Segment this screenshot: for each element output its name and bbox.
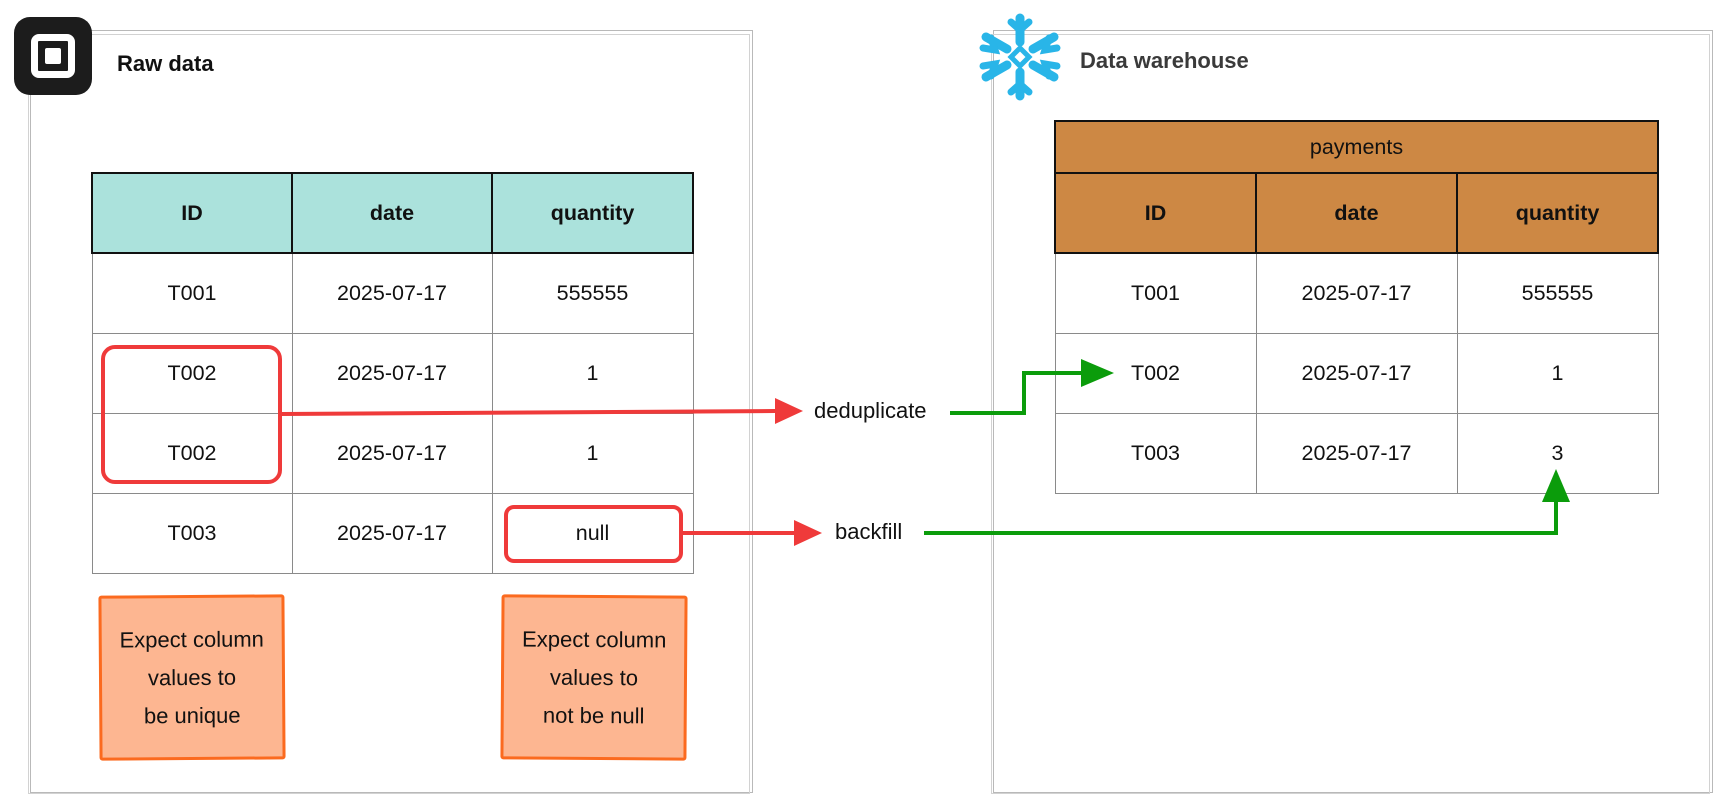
cell-id: T001	[1054, 252, 1257, 334]
cell-quantity: 1	[491, 332, 694, 414]
duplicate-to-deduplicate-arrow	[281, 398, 803, 424]
column-header-quantity: quantity	[491, 172, 694, 254]
cell-date: 2025-07-17	[291, 492, 493, 574]
table-caption: payments	[1053, 120, 1660, 174]
cell-id: T003	[91, 492, 293, 574]
duplicate-rows-highlight	[101, 345, 282, 484]
null-value-highlight	[504, 505, 683, 563]
column-header-date: date	[291, 172, 493, 254]
column-header-id: ID	[91, 172, 293, 254]
square-logo-icon	[14, 17, 92, 95]
deduplicate-label: deduplicate	[814, 398, 927, 423]
backfill-label: backfill	[835, 519, 903, 544]
raw-data-title: Raw data	[117, 51, 214, 76]
cell-quantity: 1	[1456, 332, 1659, 414]
column-header-date: date	[1255, 172, 1458, 254]
cell-date: 2025-07-17	[1255, 412, 1458, 494]
column-header-quantity: quantity	[1455, 172, 1660, 254]
data-warehouse-title: Data warehouse	[1080, 48, 1249, 73]
column-header-id: ID	[1054, 172, 1257, 254]
snowflake-logo-icon	[979, 13, 1061, 101]
deduplicate-to-warehouse-arrow	[950, 359, 1114, 415]
cell-date: 2025-07-17	[1255, 332, 1458, 414]
cell-quantity: 555555	[491, 252, 694, 334]
table-row: T001 2025-07-17 555555	[91, 252, 694, 334]
cell-id: T003	[1054, 412, 1257, 494]
cell-date: 2025-07-17	[291, 252, 493, 334]
null-to-backfill-arrow	[683, 520, 822, 546]
backfill-to-warehouse-arrow	[924, 469, 1570, 535]
cell-date: 2025-07-17	[291, 412, 493, 494]
cell-quantity: 555555	[1456, 252, 1659, 334]
payments-table: payments ID date quantity T001 2025-07-1…	[1053, 120, 1660, 494]
table-row: T001 2025-07-17 555555	[1054, 252, 1659, 334]
